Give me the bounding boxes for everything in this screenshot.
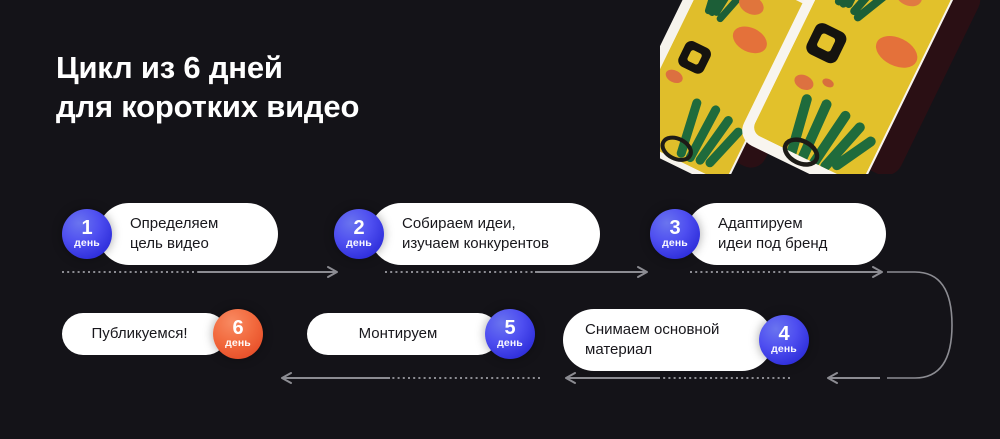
page-title-line-1: Цикл из 6 дней — [56, 50, 283, 85]
step-label-4: Снимаем основной материал — [563, 309, 773, 371]
day-word: день — [346, 237, 372, 250]
step-label-5: Монтируем — [307, 313, 499, 355]
day-word: день — [662, 237, 688, 250]
day-number: 6 — [232, 317, 244, 340]
day-badge-2: 2 день — [334, 208, 384, 259]
step-label-6: Публикуемся! — [62, 313, 227, 355]
connector-row-wrap-curve — [887, 271, 953, 379]
step-label-1: Определяем цель видео — [98, 203, 278, 265]
day-number: 3 — [669, 216, 681, 239]
day-badge-3: 3 день — [650, 208, 700, 259]
connector-5-to-6 — [281, 372, 540, 384]
connector-1-to-2 — [62, 266, 338, 278]
connector-3-to-wrap — [690, 266, 883, 278]
day-badge-1: 1 день — [62, 208, 112, 259]
day-number: 2 — [353, 216, 365, 239]
step-day-4[interactable]: 4 день Снимаем основной материал — [563, 309, 809, 371]
day-badge-6: 6 день — [213, 309, 263, 359]
phones-illustration-svg — [620, 0, 981, 192]
step-day-1[interactable]: 1 день Определяем цель видео — [62, 203, 278, 265]
day-word: день — [771, 343, 797, 356]
day-number: 1 — [81, 216, 93, 239]
day-number: 5 — [504, 317, 516, 340]
step-day-2[interactable]: 2 день Собираем идеи, изучаем конкуренто… — [334, 203, 600, 265]
page-title: Цикл из 6 дней для коротких видео — [56, 48, 359, 126]
day-word: день — [497, 337, 523, 350]
connector-wrap-to-4 — [827, 372, 880, 384]
step-day-3[interactable]: 3 день Адаптируем идеи под бренд — [650, 203, 886, 265]
connector-2-to-3 — [385, 266, 648, 278]
day-word: день — [74, 237, 100, 250]
day-word: день — [225, 337, 251, 350]
phone-left — [620, 0, 836, 185]
step-day-6[interactable]: 6 день Публикуемся! — [62, 309, 263, 359]
step-label-3: Адаптируем идеи под бренд — [686, 203, 886, 265]
day-number: 4 — [778, 322, 790, 345]
page-title-line-2: для коротких видео — [56, 89, 360, 125]
day-badge-5: 5 день — [485, 309, 535, 359]
phones-illustration — [620, 0, 1000, 192]
step-label-2: Собираем идеи, изучаем конкурентов — [370, 203, 600, 265]
connector-4-to-5 — [565, 372, 790, 384]
phone-right — [742, 0, 981, 192]
day-badge-4: 4 день — [759, 314, 809, 365]
step-day-5[interactable]: 5 день Монтируем — [307, 309, 535, 359]
